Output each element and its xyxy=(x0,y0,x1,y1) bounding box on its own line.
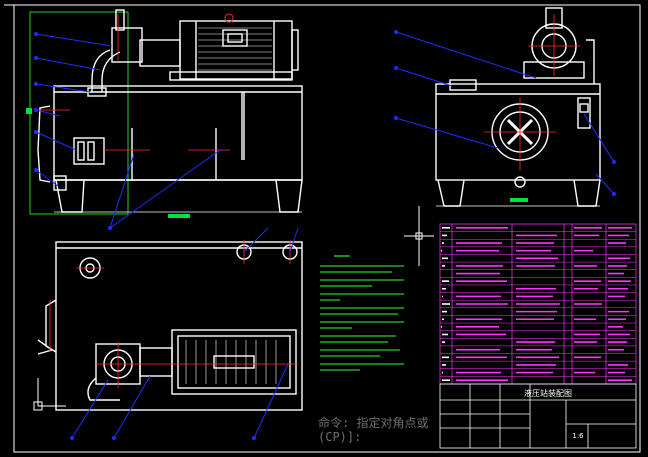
side-tank xyxy=(435,83,601,181)
ucs-icon xyxy=(33,378,66,411)
command-line-input[interactable]: (CP)]: xyxy=(318,430,362,444)
parts-list-rows xyxy=(440,231,636,377)
front-leader-dots xyxy=(34,32,112,230)
front-tank xyxy=(53,85,303,181)
balloon-1 xyxy=(224,13,234,23)
parts-list-entries xyxy=(441,227,632,381)
front-view xyxy=(26,9,303,218)
top-tank xyxy=(55,241,303,411)
front-dimension-box xyxy=(29,11,129,215)
top-leader-dots xyxy=(70,436,256,440)
front-leader-lines xyxy=(35,33,221,229)
top-motor xyxy=(171,329,297,395)
drawing-frame xyxy=(4,4,641,453)
technical-notes xyxy=(320,255,404,371)
top-leader-lines xyxy=(71,227,299,439)
top-centerlines xyxy=(49,240,298,388)
side-view xyxy=(435,7,601,207)
top-view xyxy=(37,241,303,411)
command-line-prompt[interactable]: 命令: 指定对角点或 xyxy=(318,416,429,430)
pump-coupling xyxy=(139,39,181,67)
title-block xyxy=(439,383,637,449)
side-centerlines xyxy=(484,14,580,170)
motor-terminal-box xyxy=(222,29,248,47)
side-leader-dots xyxy=(394,30,616,196)
title-block-title: 液压站装配图 xyxy=(524,388,572,398)
title-block-scale: 1:6 xyxy=(572,432,584,440)
suction-pipe xyxy=(91,49,121,92)
front-centerlines xyxy=(40,14,230,151)
cursor-crosshair xyxy=(404,206,434,266)
front-valve-block xyxy=(73,137,105,165)
side-leader-lines xyxy=(395,31,615,195)
